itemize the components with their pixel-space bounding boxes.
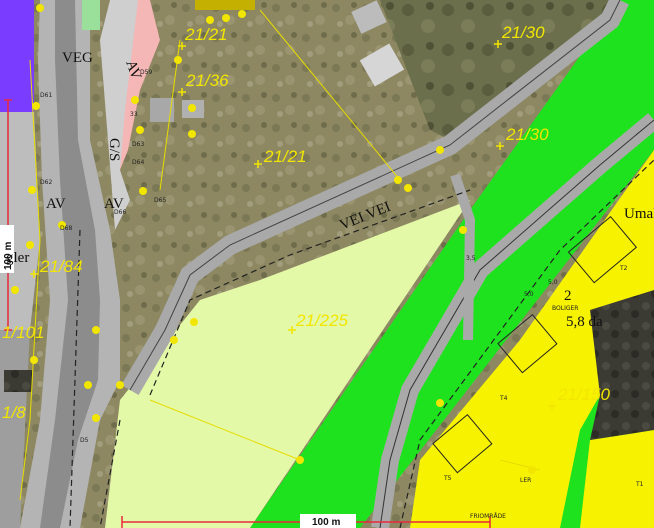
parcel-label: 21/150: [557, 385, 611, 404]
small-label: T2: [619, 265, 628, 272]
small-label: D64: [132, 159, 144, 166]
parcel-label: 21/21: [184, 25, 228, 44]
zone-number: 2: [564, 288, 572, 304]
parcel-label: 21/36: [185, 71, 229, 90]
trees-area: [590, 290, 654, 440]
small-label: D68: [60, 225, 72, 232]
light-green-area: [105, 200, 470, 528]
gray-zone-left: [0, 112, 40, 330]
small-label: 3,5: [466, 255, 476, 262]
pink-path: [120, 0, 160, 170]
small-label: D65: [154, 197, 166, 204]
building: [351, 0, 387, 34]
parcel-label: 1/8: [2, 403, 26, 422]
small-label: T4: [499, 395, 508, 402]
scale-label-bottom: 100 m: [312, 517, 340, 528]
parcel-label: 1/101: [2, 323, 45, 342]
parcel-label: 21/225: [295, 311, 349, 330]
small-label: D59: [140, 69, 152, 76]
small-label: D62: [40, 179, 52, 186]
small-label: D61: [40, 92, 52, 99]
green-patch: [82, 0, 100, 30]
parcel-label: 21/30: [501, 23, 545, 42]
zone-code: AV: [104, 196, 124, 212]
left-road-center: [40, 0, 100, 528]
connector-road: [450, 173, 476, 341]
small-label: D66: [114, 209, 126, 216]
zone-code: AV: [46, 196, 66, 212]
zone-code: G/S: [106, 138, 122, 161]
survey-points: [11, 4, 536, 474]
building-left: [4, 370, 32, 392]
scale-label-left: 100 m: [3, 242, 14, 270]
zone-code: AV: [122, 58, 144, 82]
small-label: T5: [443, 475, 452, 482]
small-label: D5: [80, 437, 89, 444]
small-label: FRIOMRÅDE: [470, 513, 506, 520]
building: [359, 43, 405, 87]
residential-area: [410, 150, 654, 528]
small-label: D63: [132, 141, 144, 148]
building-plots: [432, 215, 638, 474]
parcel-label: 21/21: [263, 147, 307, 166]
building: [195, 0, 255, 10]
parcel-label: 21/30: [505, 125, 549, 144]
parcel-label: 21/84: [39, 257, 83, 276]
zone-code: VEG: [62, 50, 93, 66]
small-label: T1: [635, 481, 644, 488]
aerial-field: [380, 0, 620, 140]
small-label: 33: [130, 111, 138, 118]
residential-area-lower: [580, 430, 654, 528]
small-label: LER: [520, 477, 531, 484]
zone-area: 5,8 da: [566, 314, 603, 330]
zone-code: Umak: [624, 206, 654, 222]
small-label: 5,0: [524, 291, 534, 298]
purple-zone: [0, 0, 34, 112]
small-label: 5,0: [548, 279, 558, 286]
zone-code: gler: [6, 250, 29, 266]
green-area: [250, 0, 654, 528]
small-label: BOLIGER: [552, 305, 578, 312]
